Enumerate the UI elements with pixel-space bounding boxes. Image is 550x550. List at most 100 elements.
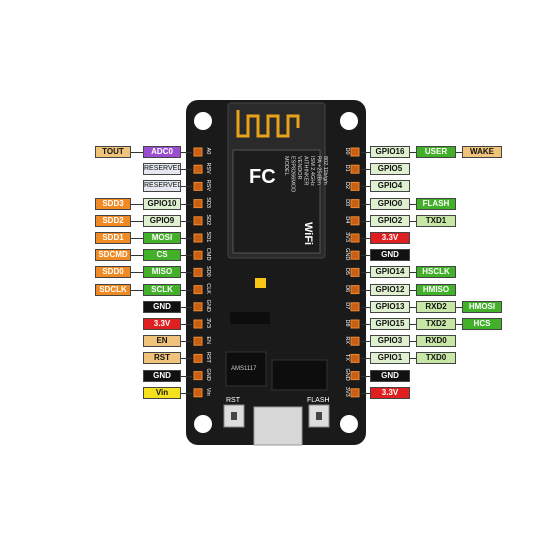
- module-text-line: 802.11b/g/n: [322, 156, 328, 185]
- pin-label-reserved: RESERVED: [143, 163, 181, 176]
- left-header-pin: [193, 319, 203, 329]
- right-header-pin: [350, 267, 360, 277]
- connector-line: [361, 186, 370, 188]
- pin-label-cs: CS: [143, 249, 181, 262]
- connector-line: [410, 341, 416, 343]
- left-header-pin: [193, 164, 203, 174]
- mount-hole-bottom-left: [194, 415, 212, 433]
- left-pin-silkscreen: SD0: [205, 266, 211, 277]
- connector-line: [361, 341, 370, 343]
- pin-label-gpio10: GPIO10: [143, 197, 181, 210]
- wifi-logo: WiFi: [302, 222, 314, 245]
- pin-label-3-3v: 3.3V: [370, 232, 410, 244]
- pin-label-hsclk: HSCLK: [416, 266, 456, 279]
- right-header-pin: [350, 199, 360, 209]
- pin-label-rxd2: RXD2: [416, 300, 456, 313]
- pin-label-rxd0: RXD0: [416, 335, 456, 348]
- left-header-pin: [193, 388, 203, 398]
- pin-label-tout: TOUT: [95, 146, 131, 158]
- right-header-pin: [350, 216, 360, 226]
- connector-line: [410, 358, 416, 360]
- pin-label-gnd: GND: [370, 249, 410, 262]
- pin-label-hmosi: HMOSI: [462, 300, 502, 313]
- connector-line: [456, 324, 462, 325]
- module-text-line: AITHINKER: [303, 156, 309, 185]
- right-pin-silkscreen: D5: [344, 268, 350, 275]
- pin-label-3-3v: 3.3V: [143, 318, 181, 330]
- pin-label-sdd0: SDD0: [95, 266, 131, 279]
- right-pin-silkscreen: 3V3: [344, 232, 350, 242]
- left-pin-silkscreen: RSV: [205, 163, 211, 175]
- connector-line: [361, 306, 370, 308]
- right-header-pin: [350, 147, 360, 157]
- flash-button-label: FLASH: [307, 397, 330, 404]
- pin-label-sdd1: SDD1: [95, 232, 131, 244]
- right-header-pin: [350, 164, 360, 174]
- pin-label-gpio0: GPIO0: [370, 197, 410, 210]
- usb-serial-chip: [271, 359, 328, 391]
- pin-label-txd0: TXD0: [416, 352, 456, 365]
- left-pin-silkscreen: CLK: [205, 283, 211, 294]
- connector-line: [361, 324, 370, 325]
- mount-hole-top-left: [194, 112, 212, 130]
- left-header-pin: [193, 336, 203, 346]
- module-shield: [232, 149, 321, 254]
- right-pin-silkscreen: D3: [344, 199, 350, 206]
- left-pin-silkscreen: EN: [205, 336, 211, 344]
- pin-label-sclk: SCLK: [143, 283, 181, 296]
- left-pin-silkscreen: SD2: [205, 214, 211, 225]
- right-pin-silkscreen: D1: [344, 165, 350, 172]
- flash-button-cap: [316, 412, 322, 420]
- usb-connector: [253, 406, 303, 446]
- right-pin-silkscreen: RX: [344, 336, 350, 344]
- pin-label-hcs: HCS: [462, 318, 502, 330]
- left-pin-silkscreen: SD3: [205, 197, 211, 208]
- connector-line: [361, 169, 370, 171]
- pin-label-gpio3: GPIO3: [370, 335, 410, 348]
- left-pin-silkscreen: 3V3: [205, 318, 211, 328]
- connector-line: [361, 152, 370, 153]
- left-pin-silkscreen: GND: [205, 368, 211, 380]
- connector-line: [131, 220, 143, 222]
- pin-label-gnd: GND: [370, 369, 410, 382]
- pin-label-vin: Vin: [143, 386, 181, 399]
- connector-line: [410, 203, 416, 205]
- pin-label-adc0: ADC0: [143, 146, 181, 158]
- connector-line: [410, 306, 416, 308]
- connector-line: [181, 306, 192, 308]
- right-pin-silkscreen: GND: [344, 248, 350, 260]
- rst-button-cap: [231, 412, 237, 420]
- connector-line: [181, 272, 192, 274]
- left-header-pin: [193, 267, 203, 277]
- connector-line: [181, 186, 192, 188]
- right-header-pin: [350, 181, 360, 191]
- right-header-pin: [350, 371, 360, 381]
- pin-label-gpio16: GPIO16: [370, 146, 410, 158]
- pin-label-sdcmd: SDCMD: [95, 249, 131, 262]
- right-pin-silkscreen: D8: [344, 319, 350, 326]
- connector-line: [181, 238, 192, 239]
- pin-label-txd1: TXD1: [416, 214, 456, 227]
- header-pins: A0RSVRSVSD3SD2SD1CMDSD0CLKGND3V3ENRSTGND…: [193, 147, 360, 398]
- pin-label-sdclk: SDCLK: [95, 283, 131, 296]
- connector-line: [181, 152, 192, 153]
- left-pin-silkscreen: SD1: [205, 232, 211, 243]
- right-pin-silkscreen: D4: [344, 216, 350, 223]
- connector-line: [361, 220, 370, 222]
- right-header-pin: [350, 302, 360, 312]
- right-header-pin: [350, 319, 360, 329]
- connector-line: [361, 375, 370, 377]
- connector-line: [410, 152, 416, 153]
- left-header-pin: [193, 233, 203, 243]
- right-pin-silkscreen: D2: [344, 182, 350, 189]
- pin-label-hmiso: HMISO: [416, 283, 456, 296]
- antenna-trace: [236, 110, 300, 138]
- pin-label-reserved: RESERVED: [143, 180, 181, 193]
- connector-line: [181, 358, 192, 360]
- pin-label-gpio5: GPIO5: [370, 163, 410, 176]
- connector-line: [456, 152, 462, 153]
- connector-line: [181, 324, 192, 325]
